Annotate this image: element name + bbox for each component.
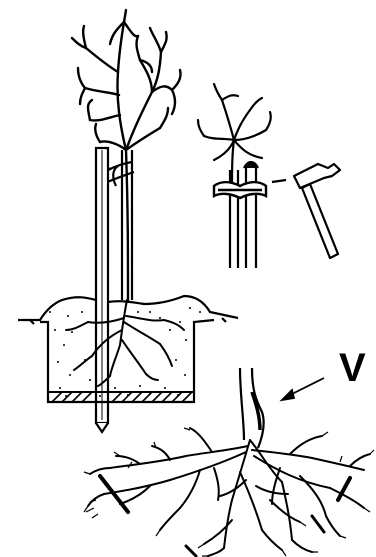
root-system-icon [66,300,184,386]
tree-crown-icon [72,10,181,300]
planting-pit-panel [18,10,238,432]
tree-icon [198,84,271,190]
tie-icon [214,180,286,198]
arrow-icon [282,378,324,400]
stem [240,368,264,448]
root-fragments [86,508,98,518]
stake-icon [96,148,108,432]
tying-panel [198,84,340,268]
hammer-icon [294,164,340,258]
soil-fill [49,307,201,397]
graft-marker-label: V [339,348,366,388]
drainage-layer-icon [48,392,194,402]
root-system-icon [88,428,370,556]
stake-icon [230,162,258,268]
